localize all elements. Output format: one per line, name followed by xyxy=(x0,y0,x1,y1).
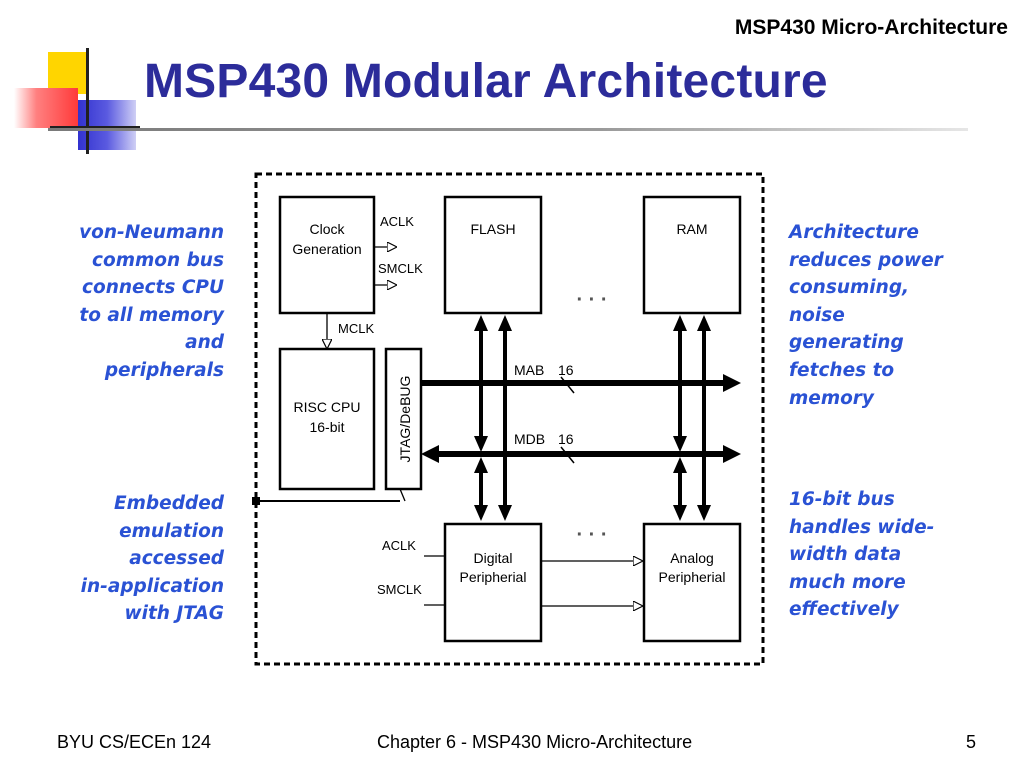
ram-block xyxy=(642,195,742,315)
analog-peripheral-block xyxy=(642,522,742,643)
mclk-label: MCLK xyxy=(338,321,374,336)
jtag-port-square xyxy=(252,497,260,505)
clock-generation-block xyxy=(278,195,376,315)
analog-peripheral-label-2: Peripherial xyxy=(659,569,726,585)
smclk-label-bottom: SMCLK xyxy=(377,582,422,597)
note-16bit-bus: 16-bit bus handles wide- width data much… xyxy=(789,489,935,621)
title-underline xyxy=(48,128,968,131)
jtag-external-drop xyxy=(399,488,406,502)
digital-peripheral-block xyxy=(443,522,543,643)
mdb-label: MDB xyxy=(514,431,545,447)
jtag-debug-label: JTAG/DeBUG xyxy=(397,376,413,463)
slide-title: MSP430 Modular Architecture xyxy=(144,55,828,108)
risc-cpu-label-2: 16-bit xyxy=(309,419,344,435)
flash-label: FLASH xyxy=(470,221,515,237)
digital-peripheral-label-2: Peripherial xyxy=(460,569,527,585)
mab-arrowhead xyxy=(723,374,741,392)
clock-generation-label-1: Clock xyxy=(309,221,345,237)
deco-horizontal-line xyxy=(50,126,140,129)
chip-boundary xyxy=(254,172,765,666)
analog-peripheral-label-1: Analog xyxy=(670,550,714,566)
ram-label: RAM xyxy=(676,221,707,237)
risc-cpu-block xyxy=(278,347,376,491)
deco-red-square xyxy=(14,88,78,128)
mdb-arrowhead-right xyxy=(723,445,741,463)
clock-generation-label-2: Generation xyxy=(292,241,361,257)
mdb-width-tick xyxy=(560,446,575,464)
flash-block xyxy=(443,195,543,315)
note-von-neumann: von-Neumann common bus connects CPU to a… xyxy=(79,222,224,381)
jtag-debug-block xyxy=(384,347,423,491)
mdb-arrowhead-left xyxy=(421,445,439,463)
memory-ellipsis: · · · xyxy=(576,289,607,311)
deco-vertical-line xyxy=(86,48,89,154)
mdb-width-label: 16 xyxy=(558,431,574,447)
note-architecture-power: Architecture reduces power consuming, no… xyxy=(789,222,943,409)
chapter-header: MSP430 Micro-Architecture xyxy=(734,16,1008,39)
deco-yellow-square xyxy=(48,52,88,94)
peripheral-ellipsis: · · · xyxy=(576,524,607,546)
digital-peripheral-label-1: Digital xyxy=(474,550,513,566)
mab-width-label: 16 xyxy=(558,362,574,378)
footer-chapter: Chapter 6 - MSP430 Micro-Architecture xyxy=(377,732,693,752)
risc-cpu-label-1: RISC CPU xyxy=(294,399,361,415)
footer-course: BYU CS/ECEn 124 xyxy=(57,732,212,752)
footer-page-number: 5 xyxy=(966,732,977,752)
smclk-label-top: SMCLK xyxy=(378,261,423,276)
mab-width-tick xyxy=(560,376,575,394)
note-embedded-emulation: Embedded emulation accessed in-applicati… xyxy=(80,493,224,625)
mab-label: MAB xyxy=(514,362,544,378)
ram-bus-connectors xyxy=(673,315,711,521)
flash-bus-connectors xyxy=(474,315,512,521)
aclk-label-bottom: ACLK xyxy=(382,538,416,553)
decorative-squares xyxy=(0,40,140,155)
aclk-label-top: ACLK xyxy=(380,214,414,229)
